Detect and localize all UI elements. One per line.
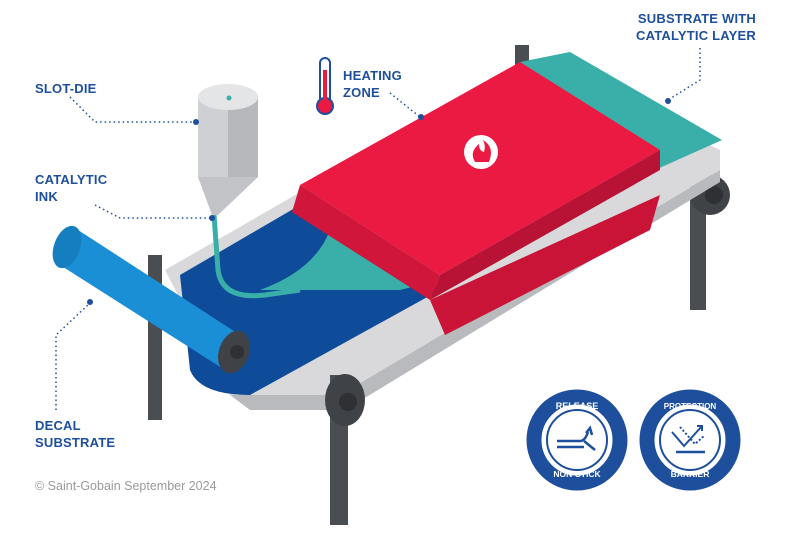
frame-legs-front [325, 374, 365, 525]
label-line: SUBSTRATE WITH [637, 11, 756, 26]
badge-top-text: RELEASE [556, 401, 599, 411]
badge-release-non-stick: RELEASE NON-STICK [526, 389, 628, 491]
label-heating-zone: HEATING ZONE [343, 67, 402, 101]
badge-bottom-text: NON-STICK [553, 469, 601, 479]
label-line: CATALYTIC [35, 172, 108, 187]
label-line: INK [35, 189, 58, 204]
thermometer-icon [316, 57, 334, 115]
label-line: HEATING [343, 68, 402, 83]
ink-feed-tube [211, 214, 301, 299]
copyright-notice: © Saint-Gobain September 2024 [35, 479, 217, 493]
barrier-deflect-icon [671, 425, 705, 454]
leader-lines [55, 48, 701, 410]
decal-roller [52, 225, 250, 374]
badge-top-text: PROTECTION [664, 402, 717, 411]
label-substrate-with-catalytic-layer: SUBSTRATE WITH CATALYTIC LAYER [636, 10, 756, 44]
badge-bottom-text: BARRIER [671, 469, 710, 479]
label-line: CATALYTIC LAYER [635, 28, 756, 43]
label-catalytic-ink: CATALYTIC INK [35, 171, 107, 205]
label-slot-die: SLOT-DIE [35, 81, 97, 96]
flame-icon [472, 140, 491, 162]
leader-dots [87, 98, 671, 305]
substrate-with-catalytic-layer [520, 52, 722, 170]
release-arrows-icon [557, 425, 596, 451]
badge-protection-barrier: PROTECTION BARRIER [639, 389, 741, 491]
slot-die-hopper [198, 84, 258, 215]
heating-zone-oven [292, 62, 660, 300]
label-line: DECAL [35, 418, 81, 433]
catalytic-ink-film [260, 215, 420, 290]
label-line: ZONE [343, 85, 380, 100]
label-decal-substrate: DECAL SUBSTRATE [35, 417, 115, 451]
label-line: SUBSTRATE [35, 435, 116, 450]
heating-zone-underside [430, 195, 660, 335]
